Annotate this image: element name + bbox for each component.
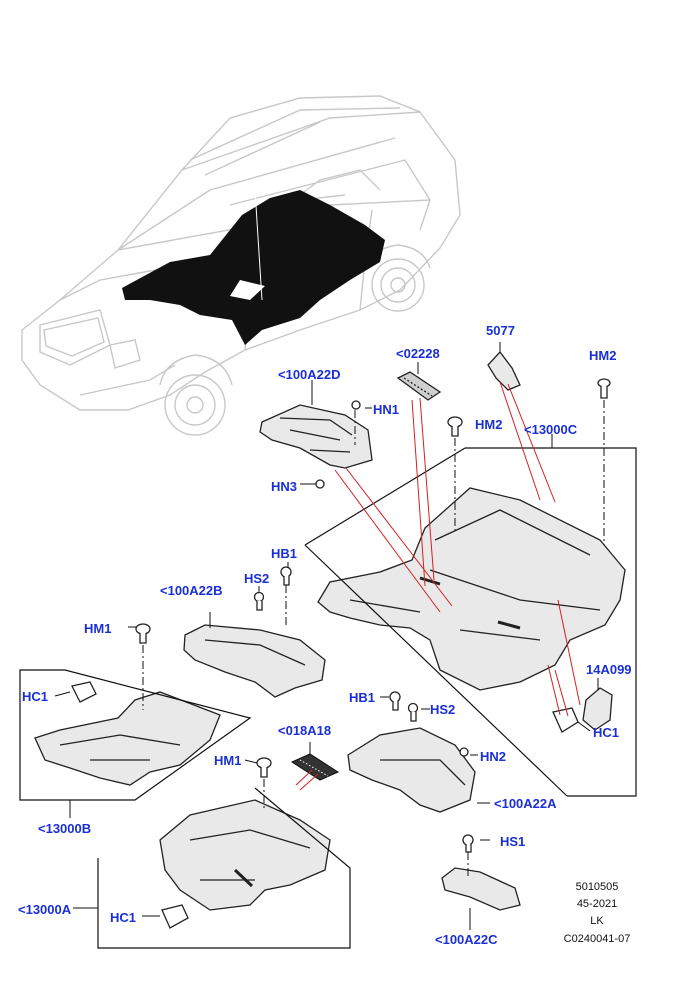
fastener-hn3	[315, 479, 325, 489]
callout-hs2-left[interactable]: HS2	[244, 571, 270, 586]
callout-hc1-left[interactable]: HC1	[22, 689, 49, 704]
fastener-hm1-left	[135, 623, 151, 644]
reference-line-3: LK	[590, 915, 604, 927]
callout-hm1-mid[interactable]: HM1	[214, 753, 242, 768]
callout-5077[interactable]: 5077	[486, 323, 515, 338]
fastener-hs2-mid	[407, 702, 419, 722]
fastener-hm2-top	[597, 378, 611, 399]
part-100a22b	[183, 624, 326, 698]
callout-hc1-right[interactable]: HC1	[593, 725, 620, 740]
callout-100a22c[interactable]: <100A22C	[435, 932, 498, 947]
fastener-hm1-mid	[256, 757, 272, 778]
part-13000a	[159, 799, 331, 911]
fastener-hs2-left	[253, 591, 265, 611]
part-13000b	[34, 691, 221, 786]
fastener-hn2	[459, 747, 469, 757]
callout-hc1-bottom[interactable]: HC1	[110, 910, 137, 925]
group-brackets	[19, 447, 637, 949]
callout-13000c[interactable]: <13000C	[524, 422, 578, 437]
callout-hb1-mid[interactable]: HB1	[349, 690, 376, 705]
callout-100a22b[interactable]: <100A22B	[160, 583, 223, 598]
callout-hs1[interactable]: HS1	[500, 834, 526, 849]
callout-14a099[interactable]: 14A099	[586, 662, 632, 677]
leader-lines	[54, 342, 599, 930]
fasteners	[71, 378, 611, 929]
part-13000c	[317, 487, 626, 691]
fastener-hs1	[462, 834, 474, 853]
fastener-hm2-mid	[447, 416, 463, 437]
part-02228	[396, 371, 442, 401]
callout-hm2-top[interactable]: HM2	[589, 348, 617, 363]
callout-13000a[interactable]: <13000A	[18, 902, 72, 917]
part-100a22a	[347, 727, 476, 813]
vehicle-carpet	[122, 189, 385, 345]
callout-100a22d[interactable]: <100A22D	[278, 367, 341, 382]
callout-hm1-left[interactable]: HM1	[84, 621, 112, 636]
part-5077	[487, 350, 521, 391]
axis-lines	[142, 400, 605, 878]
callout-hn2[interactable]: HN2	[480, 749, 507, 764]
red-leader-lines	[295, 381, 581, 791]
callout-hs2-mid[interactable]: HS2	[430, 702, 456, 717]
callout-018a18[interactable]: <018A18	[278, 723, 332, 738]
clip-hc1-right	[552, 707, 579, 733]
part-14a099	[582, 687, 613, 731]
part-100a22c	[441, 867, 521, 911]
fastener-hn1	[351, 400, 361, 410]
reference-line-1: 5010505	[575, 881, 619, 893]
callout-hb1-left[interactable]: HB1	[271, 546, 298, 561]
part-018a18	[290, 753, 340, 781]
callout-13000b[interactable]: <13000B	[38, 821, 92, 836]
callout-02228[interactable]: <02228	[396, 346, 440, 361]
reference-line-4: C0240041-07	[563, 933, 631, 945]
reference-line-2: 45-2021	[576, 898, 618, 910]
clip-hc1-left	[71, 681, 97, 703]
clip-hc1-bottom	[161, 904, 189, 929]
callout-hn3[interactable]: HN3	[271, 479, 298, 494]
callout-hn1[interactable]: HN1	[373, 402, 400, 417]
callout-hm2-mid[interactable]: HM2	[475, 417, 503, 432]
part-100a22d	[259, 404, 373, 469]
callout-100a22a[interactable]: <100A22A	[494, 796, 557, 811]
fastener-hb1-mid	[389, 691, 401, 711]
fastener-hb1-left	[280, 566, 292, 586]
